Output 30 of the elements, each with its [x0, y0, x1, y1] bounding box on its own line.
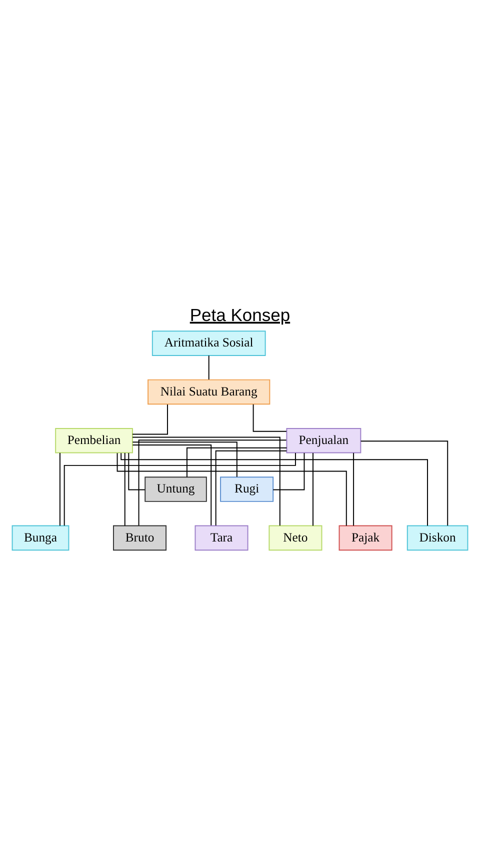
node-box: Penjualan: [286, 428, 362, 454]
connector: [124, 452, 126, 526]
node-box: Bruto: [113, 525, 167, 551]
diagram-title: Peta Konsep: [190, 304, 290, 325]
node-box: Nilai Suatu Barang: [148, 379, 270, 405]
node-box: Diskon: [406, 525, 468, 551]
connector: [186, 447, 288, 478]
node-box: Aritmatika Sosial: [152, 330, 266, 356]
node-box: Bunga: [12, 525, 70, 551]
connector: [116, 452, 347, 526]
connector: [208, 355, 210, 380]
node-box: Rugi: [220, 476, 274, 502]
node-box: Neto: [268, 525, 322, 551]
connector: [132, 444, 212, 526]
connector: [215, 450, 288, 526]
node-box: Pembelian: [55, 428, 133, 454]
node-box: Untung: [144, 476, 207, 502]
connector: [360, 440, 448, 526]
connector: [64, 452, 296, 526]
node-box: Tara: [194, 525, 248, 551]
connector: [128, 452, 146, 490]
connector: [353, 452, 354, 526]
connector: [252, 404, 287, 432]
connector: [132, 442, 238, 478]
connector: [272, 452, 305, 490]
connector: [132, 404, 168, 435]
node-box: Pajak: [338, 525, 392, 551]
connector: [312, 452, 314, 526]
connector: [59, 452, 60, 526]
connector: [120, 452, 428, 526]
